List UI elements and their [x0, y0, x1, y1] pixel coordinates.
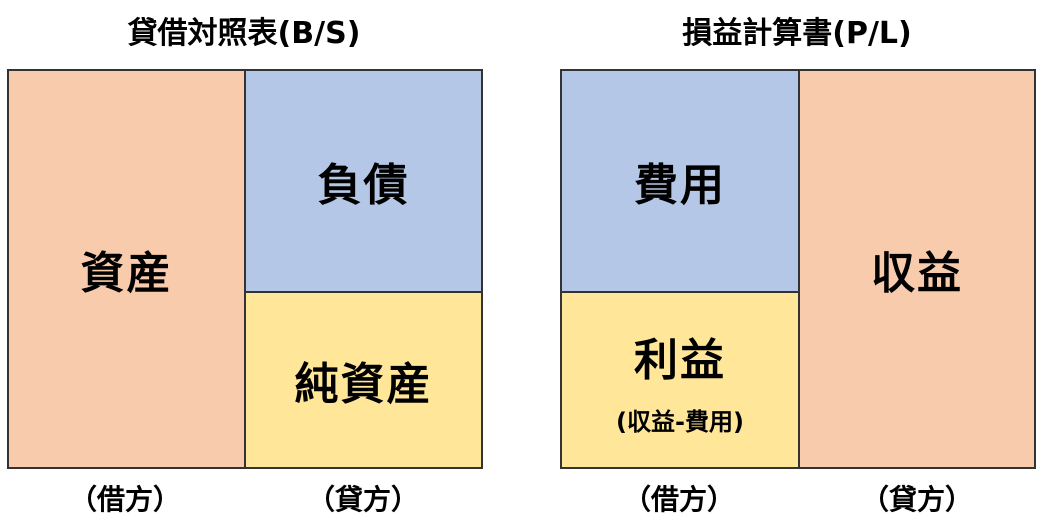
net-assets-label: 純資産	[294, 359, 433, 410]
expenses-box: 費用	[560, 69, 800, 293]
profit-label: 利益	[634, 334, 726, 386]
assets-label: 資産	[80, 248, 173, 299]
bs-credit-label: （貸方）	[306, 483, 419, 516]
liabilities-label: 負債	[317, 160, 410, 211]
profit-box: 利益 (収益-費用)	[560, 291, 800, 469]
liabilities-box: 負債	[244, 69, 483, 293]
revenue-box: 収益	[798, 69, 1036, 469]
assets-box: 資産	[7, 69, 246, 469]
expenses-label: 費用	[634, 160, 726, 211]
pl-debit-label: （借方）	[622, 483, 735, 516]
revenue-label: 収益	[871, 248, 963, 299]
bs-debit-label: （借方）	[68, 483, 181, 516]
pl-credit-label: （貸方）	[860, 483, 973, 516]
income-statement-title: 損益計算書(P/L)	[682, 16, 912, 51]
profit-note: (収益-費用)	[616, 407, 744, 436]
net-assets-box: 純資産	[244, 291, 483, 469]
balance-sheet-title: 貸借対照表(B/S)	[127, 16, 361, 51]
